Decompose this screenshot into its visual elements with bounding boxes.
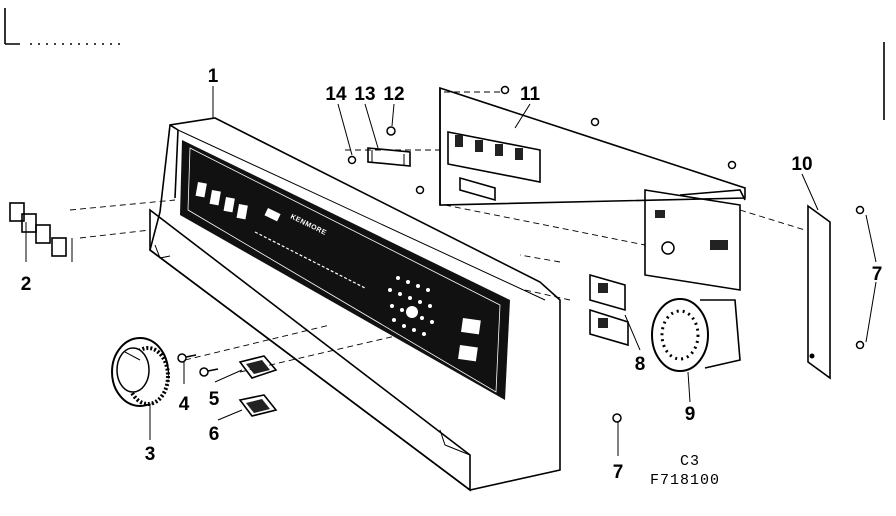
callout-10: 10 <box>791 154 812 175</box>
callout-9: 9 <box>685 404 696 425</box>
callout-6: 6 <box>209 424 220 445</box>
callout-14: 14 <box>325 84 347 105</box>
push-buttons <box>9 202 73 262</box>
corner-marks <box>4 8 885 120</box>
screws <box>177 85 865 423</box>
timer-motor <box>644 189 746 372</box>
console-panel: KENMORE <box>149 117 561 492</box>
callout-4: 4 <box>179 394 190 415</box>
indicator-lenses <box>238 355 278 417</box>
callout-11: 11 <box>520 84 541 105</box>
side-plate <box>807 204 831 380</box>
callout-2: 2 <box>21 274 32 295</box>
callout-8: 8 <box>635 354 646 375</box>
callout-12: 12 <box>383 84 404 105</box>
callouts: 1 2 3 4 5 6 7 7 8 9 10 11 12 13 14 <box>21 66 883 483</box>
back-bracket-plate <box>439 86 746 206</box>
leader-lines <box>25 86 877 456</box>
diagram-code: C3 <box>680 453 700 470</box>
timer-knob <box>111 337 170 407</box>
part-number: F718100 <box>650 472 720 489</box>
callout-5: 5 <box>209 389 220 410</box>
callout-13: 13 <box>354 84 375 105</box>
diagram-codes: C3 F718100 <box>650 453 720 489</box>
callout-7-right: 7 <box>872 264 883 285</box>
callout-3: 3 <box>145 444 156 465</box>
callout-7-bottom: 7 <box>613 462 624 483</box>
rotary-switches <box>589 273 629 347</box>
mount-bracket <box>367 147 411 167</box>
callout-1: 1 <box>208 66 219 87</box>
